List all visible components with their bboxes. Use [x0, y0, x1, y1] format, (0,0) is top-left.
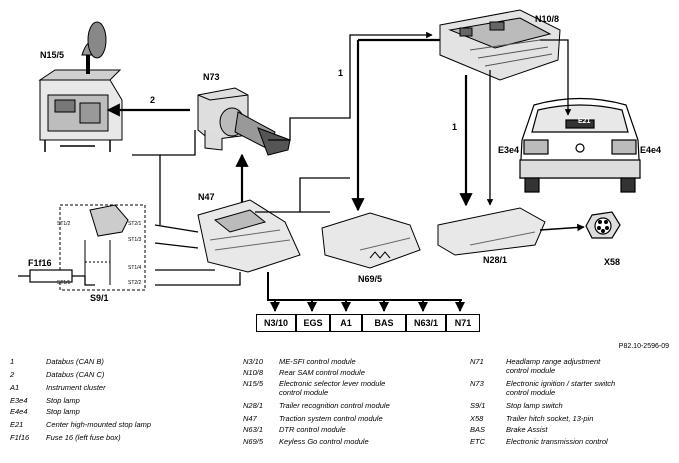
legend-desc: Center high-mounted stop lamp [46, 420, 152, 429]
legend-code: N28/1 [243, 401, 264, 410]
legend-code: E21 [10, 420, 24, 429]
busbox-n3-10: N3/10 [256, 314, 296, 332]
legend-desc-cont: control module [279, 388, 329, 397]
legend-code: E3e4 [10, 396, 28, 405]
label-e4e4: E4e4 [640, 145, 662, 155]
legend-col2: N3/10 ME-SFI control module N10/8 Rear SAM… [243, 357, 468, 457]
legend-desc: Electronic ignition / starter switch [506, 379, 616, 388]
legend-desc: Keyless Go control module [279, 437, 369, 446]
legend-desc: Databus (CAN B) [46, 357, 104, 366]
legend-code: 1 [10, 357, 15, 366]
legend-code: 2 [10, 370, 15, 379]
rear-sam-illustration [439, 9, 561, 81]
bus-arrows [267, 272, 465, 312]
legend-desc-cont: control module [506, 388, 556, 397]
label-n47: N47 [198, 192, 215, 202]
pin-st2-1: ST2/1 [128, 221, 142, 227]
pin-st1-4: ST1/4 [128, 265, 142, 271]
selector-lever-module-illustration [38, 21, 123, 152]
legend-desc: Stop lamp switch [506, 401, 563, 410]
legend-code: N15/5 [243, 379, 264, 388]
legend-desc: Trailer recognition control module [279, 401, 390, 410]
bus-label-can-b: 1 [338, 68, 344, 78]
legend-code: N71 [470, 357, 484, 366]
legend-code: N10/8 [243, 368, 264, 377]
car-rear-illustration [519, 97, 641, 193]
busbox-a1: A1 [330, 314, 362, 332]
legend-code: E4e4 [10, 407, 28, 416]
legend-col1: 1 Databus (CAN B) 2 Databus (CAN C) A1 Inst… [10, 357, 230, 457]
legend-code: F1f16 [10, 433, 30, 442]
legend-desc: Stop lamp [46, 407, 80, 416]
legend-code: N73 [470, 379, 484, 388]
legend-desc: DTR control module [279, 425, 346, 434]
busbox-egs: EGS [296, 314, 330, 332]
pin-st2-2: ST2/2 [128, 280, 142, 286]
legend-desc: Headlamp range adjustment [506, 357, 601, 366]
legend-code: N47 [243, 414, 257, 423]
ignition-switch-illustration [197, 87, 291, 156]
busbox-bas: BAS [362, 314, 406, 332]
legend-desc: Databus (CAN C) [46, 370, 105, 379]
label-e21: E21 [578, 118, 591, 125]
label-s9-1: S9/1 [90, 293, 109, 303]
stop-lamp-switch-illustration [59, 204, 146, 291]
legend-desc: Trailer hitch socket, 13-pin [506, 414, 594, 423]
legend-code: N69/5 [243, 437, 264, 446]
legend-desc: Electronic transmission control [506, 437, 608, 446]
label-n69-5: N69/5 [358, 274, 383, 284]
legend-desc: Stop lamp [46, 396, 80, 405]
legend-desc: Traction system control module [279, 414, 383, 423]
busbox-n63-1: N63/1 [406, 314, 446, 332]
label-e3e4: E3e4 [498, 145, 520, 155]
label-n15-5: N15/5 [40, 50, 65, 60]
label-n28-1: N28/1 [483, 255, 508, 265]
legend-code: N63/1 [243, 425, 264, 434]
legend-code: X58 [470, 414, 484, 423]
legend-desc: Brake Assist [506, 425, 548, 434]
bus-label-can-c: 2 [150, 95, 156, 105]
label-f1f16: F1f16 [28, 258, 52, 268]
keyless-go-illustration [321, 212, 421, 269]
legend-code: S9/1 [470, 401, 486, 410]
legend-code: ETC [470, 437, 485, 446]
label-x58: X58 [604, 257, 621, 267]
legend-code: BAS [470, 425, 486, 434]
legend-desc: Instrument cluster [46, 383, 106, 392]
label-n10-8: N10/8 [535, 14, 560, 24]
legend-code: A1 [10, 383, 20, 392]
pin-st1-2: ST1/2 [57, 221, 71, 227]
legend-desc: ME-SFI control module [279, 357, 356, 366]
trailer-module-illustration [437, 207, 546, 256]
busbox-n71: N71 [446, 314, 480, 332]
pin-st1-1: ST1/1 [57, 280, 71, 286]
can-b-lines [18, 31, 572, 286]
legend-desc: Rear SAM control module [279, 368, 365, 377]
trailer-socket-illustration [585, 211, 621, 239]
legend-desc: Electronic selector lever module [279, 379, 386, 388]
legend-desc: Fuse 16 (left fuse box) [46, 433, 121, 442]
legend-code: N3/10 [243, 357, 264, 366]
reference-code: P82.10-2596-09 [618, 343, 669, 350]
pin-st1-3: ST1/3 [128, 237, 142, 243]
legend-desc-cont: control module [506, 366, 556, 375]
legend-col3: N71 Headlamp range adjustment control mod… [470, 357, 675, 457]
label-n73: N73 [203, 72, 220, 82]
traction-module-illustration [197, 199, 301, 273]
bus-label-can-b-right: 1 [452, 122, 458, 132]
